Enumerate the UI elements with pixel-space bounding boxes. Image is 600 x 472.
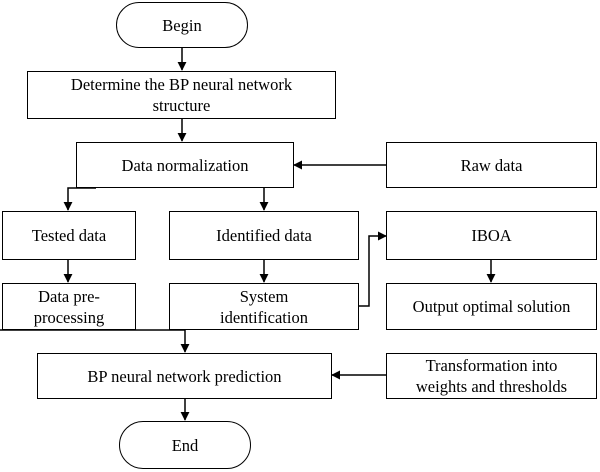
system-identification-label: System identification: [220, 286, 308, 327]
iboa-box: IBOA: [386, 211, 597, 260]
optimal-solution-box: Output optimal solution: [386, 283, 597, 330]
normalization-box: Data normalization: [76, 142, 294, 188]
structure-box: Determine the BP neural network structur…: [27, 71, 336, 119]
tested-data-box: Tested data: [2, 211, 136, 260]
begin-label: Begin: [162, 15, 202, 35]
system-identification-box: System identification: [169, 283, 359, 330]
preprocessing-box: Data pre-processing: [2, 283, 136, 330]
prediction-label: BP neural network prediction: [87, 366, 282, 386]
arrow-merge-to-prediction: [0, 329, 190, 353]
optimal-solution-label: Output optimal solution: [412, 297, 571, 316]
arrow-normalization-to-tested-data: [63, 187, 96, 211]
identified-data-box: Identified data: [169, 211, 359, 260]
normalization-label: Data normalization: [121, 155, 249, 175]
tested-data-label: Tested data: [31, 226, 107, 245]
end-node: End: [119, 421, 251, 469]
arrow-system-identification-to-iboa: [359, 231, 387, 307]
transformation-box: Transformation into weights and threshol…: [386, 353, 597, 399]
raw-data-label: Raw data: [460, 155, 523, 175]
identified-data-label: Identified data: [216, 226, 312, 245]
iboa-label: IBOA: [471, 226, 512, 245]
structure-label: Determine the BP neural network structur…: [70, 75, 293, 115]
prediction-box: BP neural network prediction: [37, 353, 332, 399]
end-label: End: [171, 435, 199, 455]
raw-data-box: Raw data: [386, 142, 597, 188]
begin-node: Begin: [116, 2, 248, 48]
transformation-label: Transformation into weights and threshol…: [415, 356, 568, 396]
preprocessing-label: Data pre-processing: [33, 286, 105, 327]
